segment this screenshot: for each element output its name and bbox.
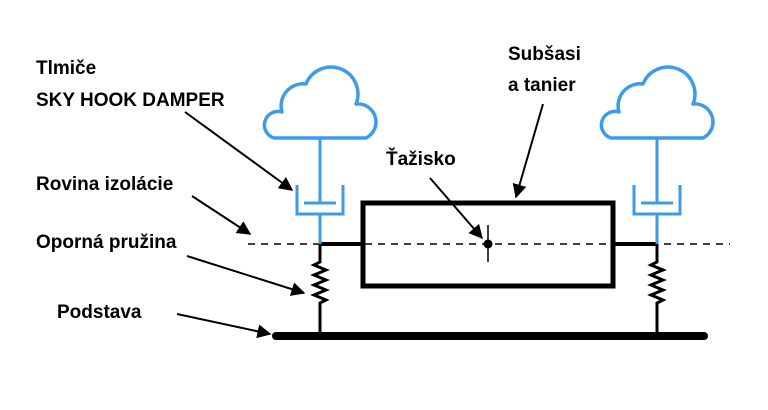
support-spring-leader-arrow xyxy=(186,255,306,296)
cog-leader-arrow xyxy=(429,177,483,240)
damper-icon xyxy=(295,138,345,244)
base-label: Podstava xyxy=(57,302,142,323)
center-of-gravity-mark xyxy=(483,225,493,262)
subframe-label-line1: Subšasi xyxy=(508,44,581,65)
center-of-gravity-label: Ťažisko xyxy=(386,149,456,170)
subframe-leader-arrow xyxy=(512,103,544,199)
subframe-label-line2: a tanier xyxy=(508,75,576,96)
dampers-leader-arrow xyxy=(184,111,294,191)
dampers-label-line1: Tlmiče xyxy=(36,58,97,79)
support-spring-label: Oporná pružina xyxy=(36,232,177,253)
dampers-label-line2: SKY HOOK DAMPER xyxy=(36,90,225,111)
isolation-plane-leader-arrow xyxy=(191,195,252,235)
base-leader-arrow xyxy=(176,313,272,339)
spring-icon xyxy=(647,244,667,336)
cloud-icon xyxy=(599,65,715,140)
damper-icon xyxy=(632,138,682,244)
spring-icon xyxy=(310,244,330,336)
isolation-plane-label: Rovina izolácie xyxy=(36,174,174,195)
cloud-icon xyxy=(262,65,378,140)
